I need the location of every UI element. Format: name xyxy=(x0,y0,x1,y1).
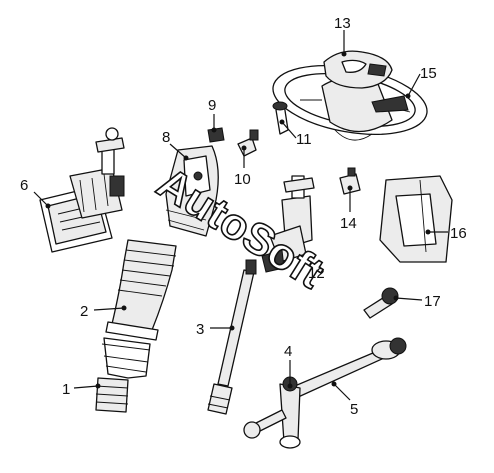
callout-1: 1 xyxy=(62,381,70,398)
part-column-shroud xyxy=(165,145,219,237)
part-lower-housing xyxy=(95,337,151,413)
callout-13: 13 xyxy=(334,15,351,32)
part-tie-rod-end xyxy=(363,287,399,319)
part-rubber-boot xyxy=(105,239,177,341)
part-sensor xyxy=(339,167,361,195)
callout-10: 10 xyxy=(234,171,251,188)
callout-9: 9 xyxy=(208,97,216,114)
part-column-joint xyxy=(261,175,315,273)
callout-17: 17 xyxy=(424,293,441,310)
callout-5: 5 xyxy=(350,401,358,418)
part-steering-wheel xyxy=(272,65,428,141)
callout-2: 2 xyxy=(80,303,88,320)
part-tie-rod xyxy=(243,409,287,439)
callout-14: 14 xyxy=(340,215,357,232)
part-bolt-small xyxy=(237,129,259,157)
part-intermediate-shaft xyxy=(207,259,257,415)
callout-leaders xyxy=(33,30,448,401)
callout-8: 8 xyxy=(162,129,170,146)
part-horn-pad xyxy=(323,50,393,89)
part-drag-link xyxy=(289,337,407,399)
callout-11: 11 xyxy=(296,131,312,148)
callout-16: 16 xyxy=(450,225,467,242)
callout-15: 15 xyxy=(420,65,437,82)
callout-6: 6 xyxy=(20,177,28,194)
part-bolt xyxy=(272,101,289,135)
part-column-upper-assembly xyxy=(39,127,125,253)
part-column-cover xyxy=(379,175,453,263)
callout-3: 3 xyxy=(196,321,204,338)
callout-4: 4 xyxy=(284,343,292,360)
callout-12: 12 xyxy=(308,265,325,282)
